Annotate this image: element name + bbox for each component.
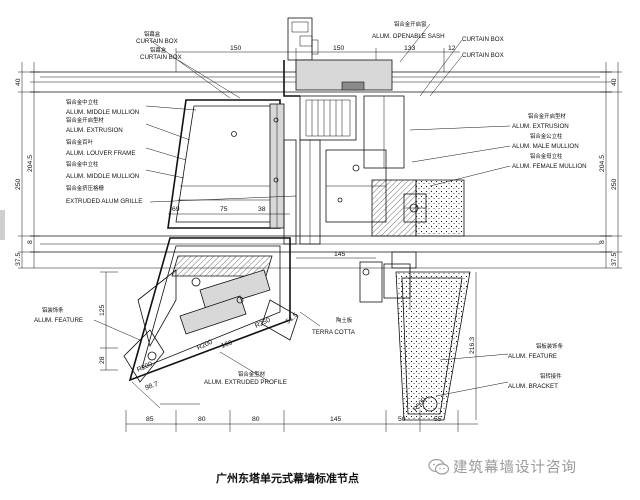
dim-left-37-5: 37.5 (15, 253, 22, 266)
part-labels: 铝幕盒 CURTAIN BOX 铝幕盒 CURTAIN BOX 铝合金开启窗 A… (34, 20, 587, 390)
dim-left-40: 40 (15, 78, 22, 86)
dim-left-250: 250 (15, 178, 22, 190)
dim-right-204-5: 204.5 (599, 155, 606, 172)
dim-right-8: 8 (599, 240, 606, 244)
label-curtain-box-1-cn: 铝幕盒 (144, 30, 161, 38)
dim-top-133: 133 (404, 45, 416, 52)
label-louver-frame-en: ALUM. LOUVER FRAME (66, 150, 135, 157)
label-male-mullion-cn: 铝合金公立柱 (530, 132, 563, 140)
label-middle-mullion-1-en: ALUM. MIDDLE MULLION (66, 109, 139, 116)
dim-top-12: 12 (448, 45, 456, 52)
watermark-text: 建筑幕墙设计咨询 (453, 460, 577, 476)
scrollbar-tab (0, 210, 5, 240)
dim-75: 75 (220, 206, 228, 213)
dim-top-150-right: 150 (333, 45, 345, 52)
dim-69: 69 (172, 206, 180, 213)
dim-bottom-85: 85 (146, 416, 154, 423)
label-middle-mullion-2-cn: 铝合金中立柱 (66, 160, 99, 168)
centre-mullion (283, 139, 387, 245)
left-dimension-chain: 40 250 204.5 8 37.5 (15, 62, 40, 269)
label-curtain-box-2-en: CURTAIN BOX (140, 54, 182, 61)
label-feature-left-en: ALUM. FEATURE (34, 317, 83, 324)
label-female-mullion-en: ALUM. FEMALE MULLION (512, 163, 587, 170)
label-terra-cotta-cn: 陶土板 (336, 316, 353, 324)
dim-51-5: 51.5 (285, 312, 300, 326)
dim-38: 38 (258, 206, 266, 213)
dim-bottom-50: 50 (398, 416, 406, 423)
label-curtain-box-3-en: CURTAIN BOX (462, 36, 504, 43)
dim-216-3: 216.3 (469, 337, 476, 354)
dim-145-mid: 145 (334, 251, 346, 258)
dim-left-204-5: 204.5 (27, 155, 34, 172)
label-openable-sash-cn: 铝合金开启窗 (394, 20, 426, 28)
dim-bottom-80-b: 80 (252, 416, 260, 423)
feature-fin-left (123, 237, 299, 409)
slab-bottom (30, 235, 612, 269)
label-terra-cotta-en: TERRA COTTA (312, 329, 356, 336)
label-extruded-profile-cn: 铝合金型材 (238, 370, 266, 378)
dim-166: 166 (220, 339, 233, 350)
watermark: 建筑幕墙设计咨询 (428, 456, 577, 477)
label-curtain-box-2-cn: 铝幕盒 (150, 46, 167, 54)
label-male-mullion-en: ALUM. MALE MULLION (512, 143, 579, 150)
label-middle-mullion-2-en: ALUM. MIDDLE MULLION (66, 173, 139, 180)
label-extrusion-1-cn: 铝合金开启型材 (66, 116, 104, 124)
drawing-caption: 广州东塔单元式幕墙标准节点 (216, 473, 359, 485)
label-extrusion-1-en: ALUM. EXTRUSION (66, 127, 123, 134)
label-bracket-cn: 铝转接件 (540, 372, 562, 380)
right-dimension-chain: 40 250 204.5 8 37.5 (599, 62, 622, 269)
radius-callouts: R250 R200 R200 R500 166 98.7 51.5 (136, 312, 428, 414)
dim-left-8: 8 (27, 240, 34, 244)
dim-right-37-5: 37.5 (611, 253, 618, 266)
dim-right-250: 250 (611, 178, 618, 190)
label-bracket-en: ALUM. BRACKET (508, 383, 558, 390)
label-extrusion-2-en: ALUM. EXTRUSION (512, 123, 569, 130)
wechat-icon (428, 458, 450, 475)
label-curtain-box-4-en: CURTAIN BOX (462, 52, 504, 59)
label-feature-left-cn: 铝装饰条 (42, 306, 64, 314)
dim-bottom-55: 55 (434, 416, 442, 423)
dim-125: 125 (99, 304, 106, 316)
bottom-dimension-chain: 85 80 80 145 50 55 (125, 410, 478, 432)
dim-top-150-left: 150 (230, 45, 242, 52)
label-feature-right-cn: 铝板装饰条 (536, 342, 564, 350)
label-feature-right-en: ALUM. FEATURE (508, 353, 557, 360)
feature-fin-right (359, 251, 471, 421)
label-extrusion-2-cn: 铝合金开启型材 (528, 112, 566, 120)
mid-dimensions: 69 75 38 145 125 28 216.3 (99, 206, 477, 420)
label-louver-frame-cn: 铝合金百叶 (66, 138, 94, 146)
mullion-block-right (371, 179, 465, 237)
dim-98-7: 98.7 (144, 381, 159, 392)
label-grille-en: EXTRUDED ALUM GRILLE (66, 198, 142, 205)
dim-bottom-80-a: 80 (198, 416, 206, 423)
label-extruded-profile-en: ALUM. EXTRUDED PROFILE (204, 379, 287, 386)
label-grille-cn: 铝合金挤压格栅 (66, 184, 104, 192)
label-curtain-box-1-en: CURTAIN BOX (136, 38, 178, 45)
label-middle-mullion-1-cn: 铝合金中立柱 (66, 98, 99, 106)
dim-bottom-145: 145 (330, 416, 342, 423)
label-openable-sash-en: ALUM. OPENABLE SASH (372, 33, 445, 40)
dim-right-40: 40 (611, 78, 618, 86)
leader-lines (93, 23, 511, 397)
openable-sash-top (283, 17, 405, 169)
dim-28: 28 (99, 356, 106, 364)
label-female-mullion-cn: 铝合金母立柱 (530, 152, 563, 160)
